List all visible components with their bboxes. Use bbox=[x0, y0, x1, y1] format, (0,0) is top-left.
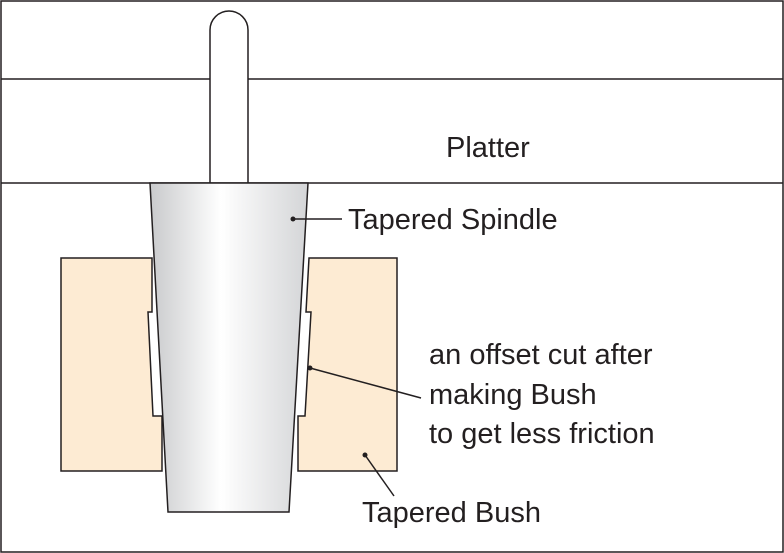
offset-cut-label-line2: making Bush bbox=[429, 379, 597, 411]
tapered-bush-label: Tapered Bush bbox=[362, 497, 541, 529]
platter-label: Platter bbox=[446, 132, 530, 164]
leader-offset-cut bbox=[309, 367, 422, 399]
leader-dot-offset-cut bbox=[307, 365, 313, 371]
leader-tapered-bush bbox=[364, 454, 395, 497]
tapered-bush-left bbox=[60, 257, 163, 472]
tapered-spindle bbox=[149, 182, 309, 513]
tapered-spindle-label: Tapered Spindle bbox=[348, 204, 558, 236]
spindle-pin bbox=[209, 10, 249, 184]
offset-cut-label-line1: an offset cut after bbox=[429, 339, 653, 371]
leader-dot-tapered-spindle bbox=[290, 216, 296, 222]
tapered-bush-right bbox=[297, 257, 398, 472]
offset-cut-label-line3: to get less friction bbox=[429, 418, 655, 450]
leader-dot-tapered-bush bbox=[362, 452, 368, 458]
